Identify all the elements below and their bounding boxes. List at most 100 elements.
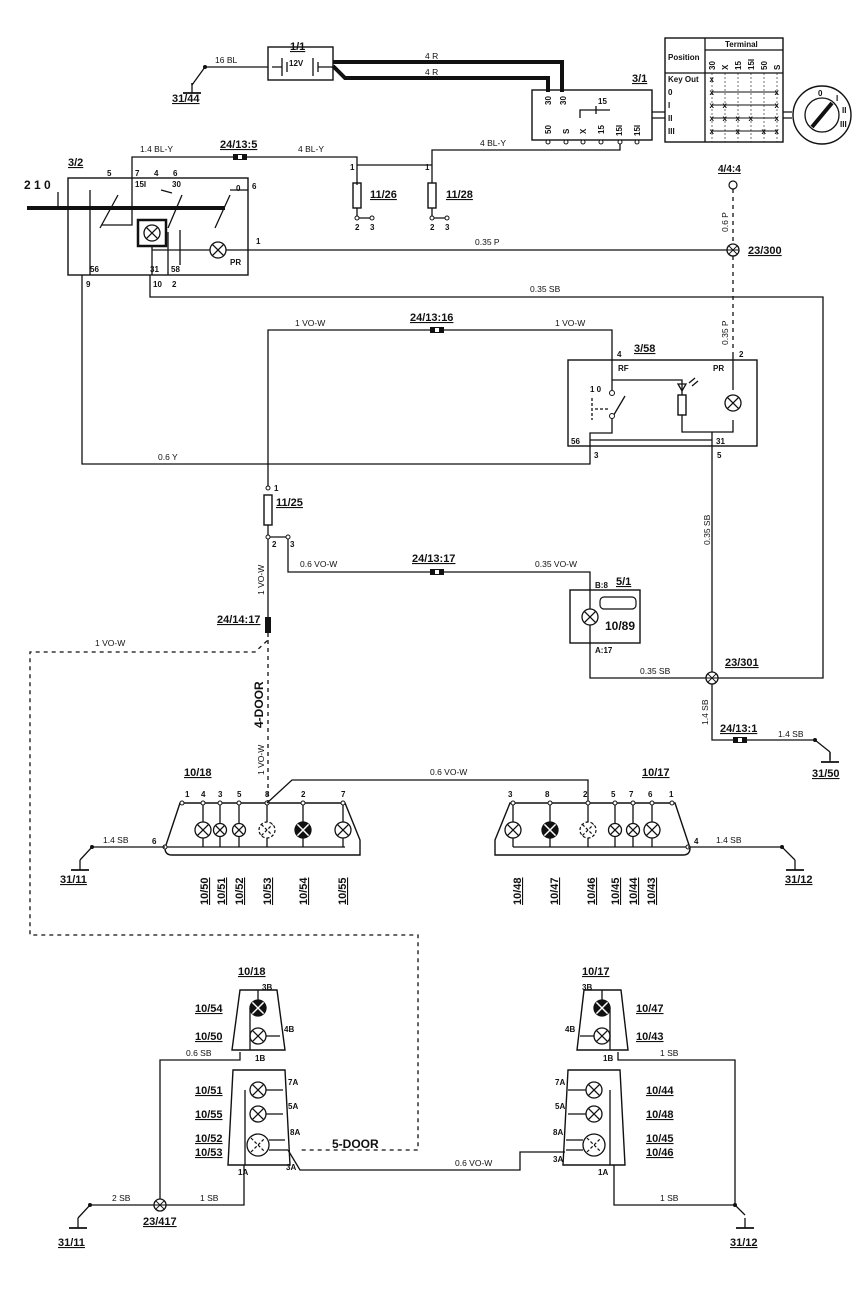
lamp-label: 10/47: [636, 1003, 664, 1015]
wire-label: 1 VO-W: [256, 745, 266, 775]
pin-label: X: [579, 128, 588, 134]
wire-0-35-sb-b: [589, 643, 706, 679]
pin-label: 6: [152, 837, 157, 846]
lamp-icon: [643, 821, 661, 839]
lamp-label: 10/45: [646, 1133, 674, 1145]
wire-0-6-vo-w-bottom: [287, 1149, 565, 1171]
wire-16-bl: [191, 66, 268, 86]
table-header-terminal: Terminal: [725, 40, 758, 49]
pin-label: 58: [171, 265, 180, 274]
splice-icon: [705, 671, 719, 685]
light-switch-label: 3/2: [68, 157, 83, 169]
fuse-label: 11/25: [276, 497, 303, 509]
lamp-icon: [593, 1027, 611, 1045]
switch-3-58[interactable]: [567, 359, 758, 447]
table-column-header: 15: [734, 61, 743, 70]
pin-label: 2: [355, 223, 360, 232]
pin-label: 4B: [565, 1025, 575, 1034]
lamp-icon: [593, 999, 611, 1017]
pin-label: 8A: [290, 1128, 300, 1137]
pin-label: 50: [544, 125, 553, 134]
lamp-label: 10/48: [512, 877, 524, 905]
lamp-label: 10/52: [195, 1133, 223, 1145]
pin-label: B:8: [595, 581, 608, 590]
connector-label: 24/13:16: [410, 312, 453, 324]
pin-label: 7: [135, 169, 140, 178]
wire-label: 0.6 P: [720, 212, 730, 232]
lamp-label: 10/55: [195, 1109, 223, 1121]
switch-internals: [57, 178, 248, 275]
rear-left-pins: 1 4 3 5 8 2 7 6: [152, 790, 346, 846]
pin-label: 7: [341, 790, 346, 799]
instrument-icon: [599, 596, 637, 610]
rear-left-lamp-labels: 10/50 10/51 10/52 10/53 10/54 10/55: [199, 877, 349, 905]
connector-label: 24/14:17: [217, 614, 260, 626]
pin-label: 7: [629, 790, 634, 799]
ground-icon: [785, 859, 805, 871]
key-position: 0: [818, 89, 823, 98]
pin-label: 4: [154, 169, 159, 178]
wire-label: 0.6 SB: [186, 1048, 212, 1058]
five-door-label: 5-DOOR: [332, 1137, 379, 1151]
fuse-label: 11/26: [370, 189, 397, 201]
ground-label: 31/50: [812, 768, 840, 780]
pin-label: 10: [153, 280, 162, 289]
rear-light-left-5d-label: 10/18: [238, 966, 266, 978]
pin-label: 1: [350, 163, 355, 172]
pin-label: 1B: [255, 1054, 265, 1063]
lamp-icon: [294, 821, 312, 839]
lamp-icon: [249, 1027, 267, 1045]
wire-label: 1 SB: [660, 1048, 679, 1058]
pin-label: 3A: [286, 1163, 296, 1172]
splice-label: 23/301: [725, 657, 759, 669]
wire-4-r-b: [331, 64, 550, 92]
pin-label: 4B: [284, 1025, 294, 1034]
pin-label: 3: [445, 223, 450, 232]
lamp-label: 10/43: [646, 877, 658, 905]
pin-label: 7A: [555, 1078, 565, 1087]
lamp-icon: [581, 608, 599, 626]
lamp-label: 10/46: [586, 877, 598, 905]
light-switch[interactable]: [67, 177, 249, 276]
wire-label: 16 BL: [215, 55, 237, 65]
wire-label: 0.35 SB: [530, 284, 561, 294]
wire-1-4-sb-right: [688, 846, 796, 861]
wire-label: 1 VO-W: [555, 318, 585, 328]
lamp-label: 10/43: [636, 1031, 664, 1043]
lamp-label: 10/89: [605, 619, 635, 633]
lamp-label: 10/53: [195, 1147, 223, 1159]
pin-label: 5: [611, 790, 616, 799]
lamp-icon: [231, 822, 247, 838]
connector-label: 24/13:1: [720, 723, 757, 735]
table-header-position: Position: [668, 53, 700, 62]
pin-label: 3: [508, 790, 513, 799]
pin-label: 5A: [555, 1102, 565, 1111]
instrument-label: 5/1: [616, 576, 631, 588]
pin-label: 3B: [262, 983, 272, 992]
switch-3-58-label: 3/58: [634, 343, 655, 355]
pin-label: 30: [544, 96, 553, 105]
wire-0-35-sb: [149, 275, 824, 679]
pin-label: 6: [173, 169, 178, 178]
table-row-position: III: [668, 127, 675, 136]
resistor-icon: [677, 394, 687, 416]
lamp-icon: [585, 1081, 603, 1099]
pin-label: 31: [150, 265, 159, 274]
pin-label: 3: [370, 223, 375, 232]
key-icon[interactable]: 0 I II III: [792, 85, 852, 145]
table-column-header: 15I: [747, 59, 756, 70]
lamp-label: 10/52: [234, 877, 246, 905]
rear-light-right-label: 10/17: [642, 767, 670, 779]
pin-label: 3: [218, 790, 223, 799]
wire-1-4-sb-left: [79, 846, 165, 861]
pin-label: 1: [669, 790, 674, 799]
connector-icon: [233, 154, 247, 160]
pin-label: 1A: [598, 1168, 608, 1177]
pin-label: 8A: [553, 1128, 563, 1137]
contact-icon: [579, 106, 610, 118]
lamp-icon: [607, 822, 623, 838]
ground-icon: [70, 859, 90, 871]
pin-label: 56: [90, 265, 99, 274]
ground-label: 31/11: [60, 874, 87, 886]
